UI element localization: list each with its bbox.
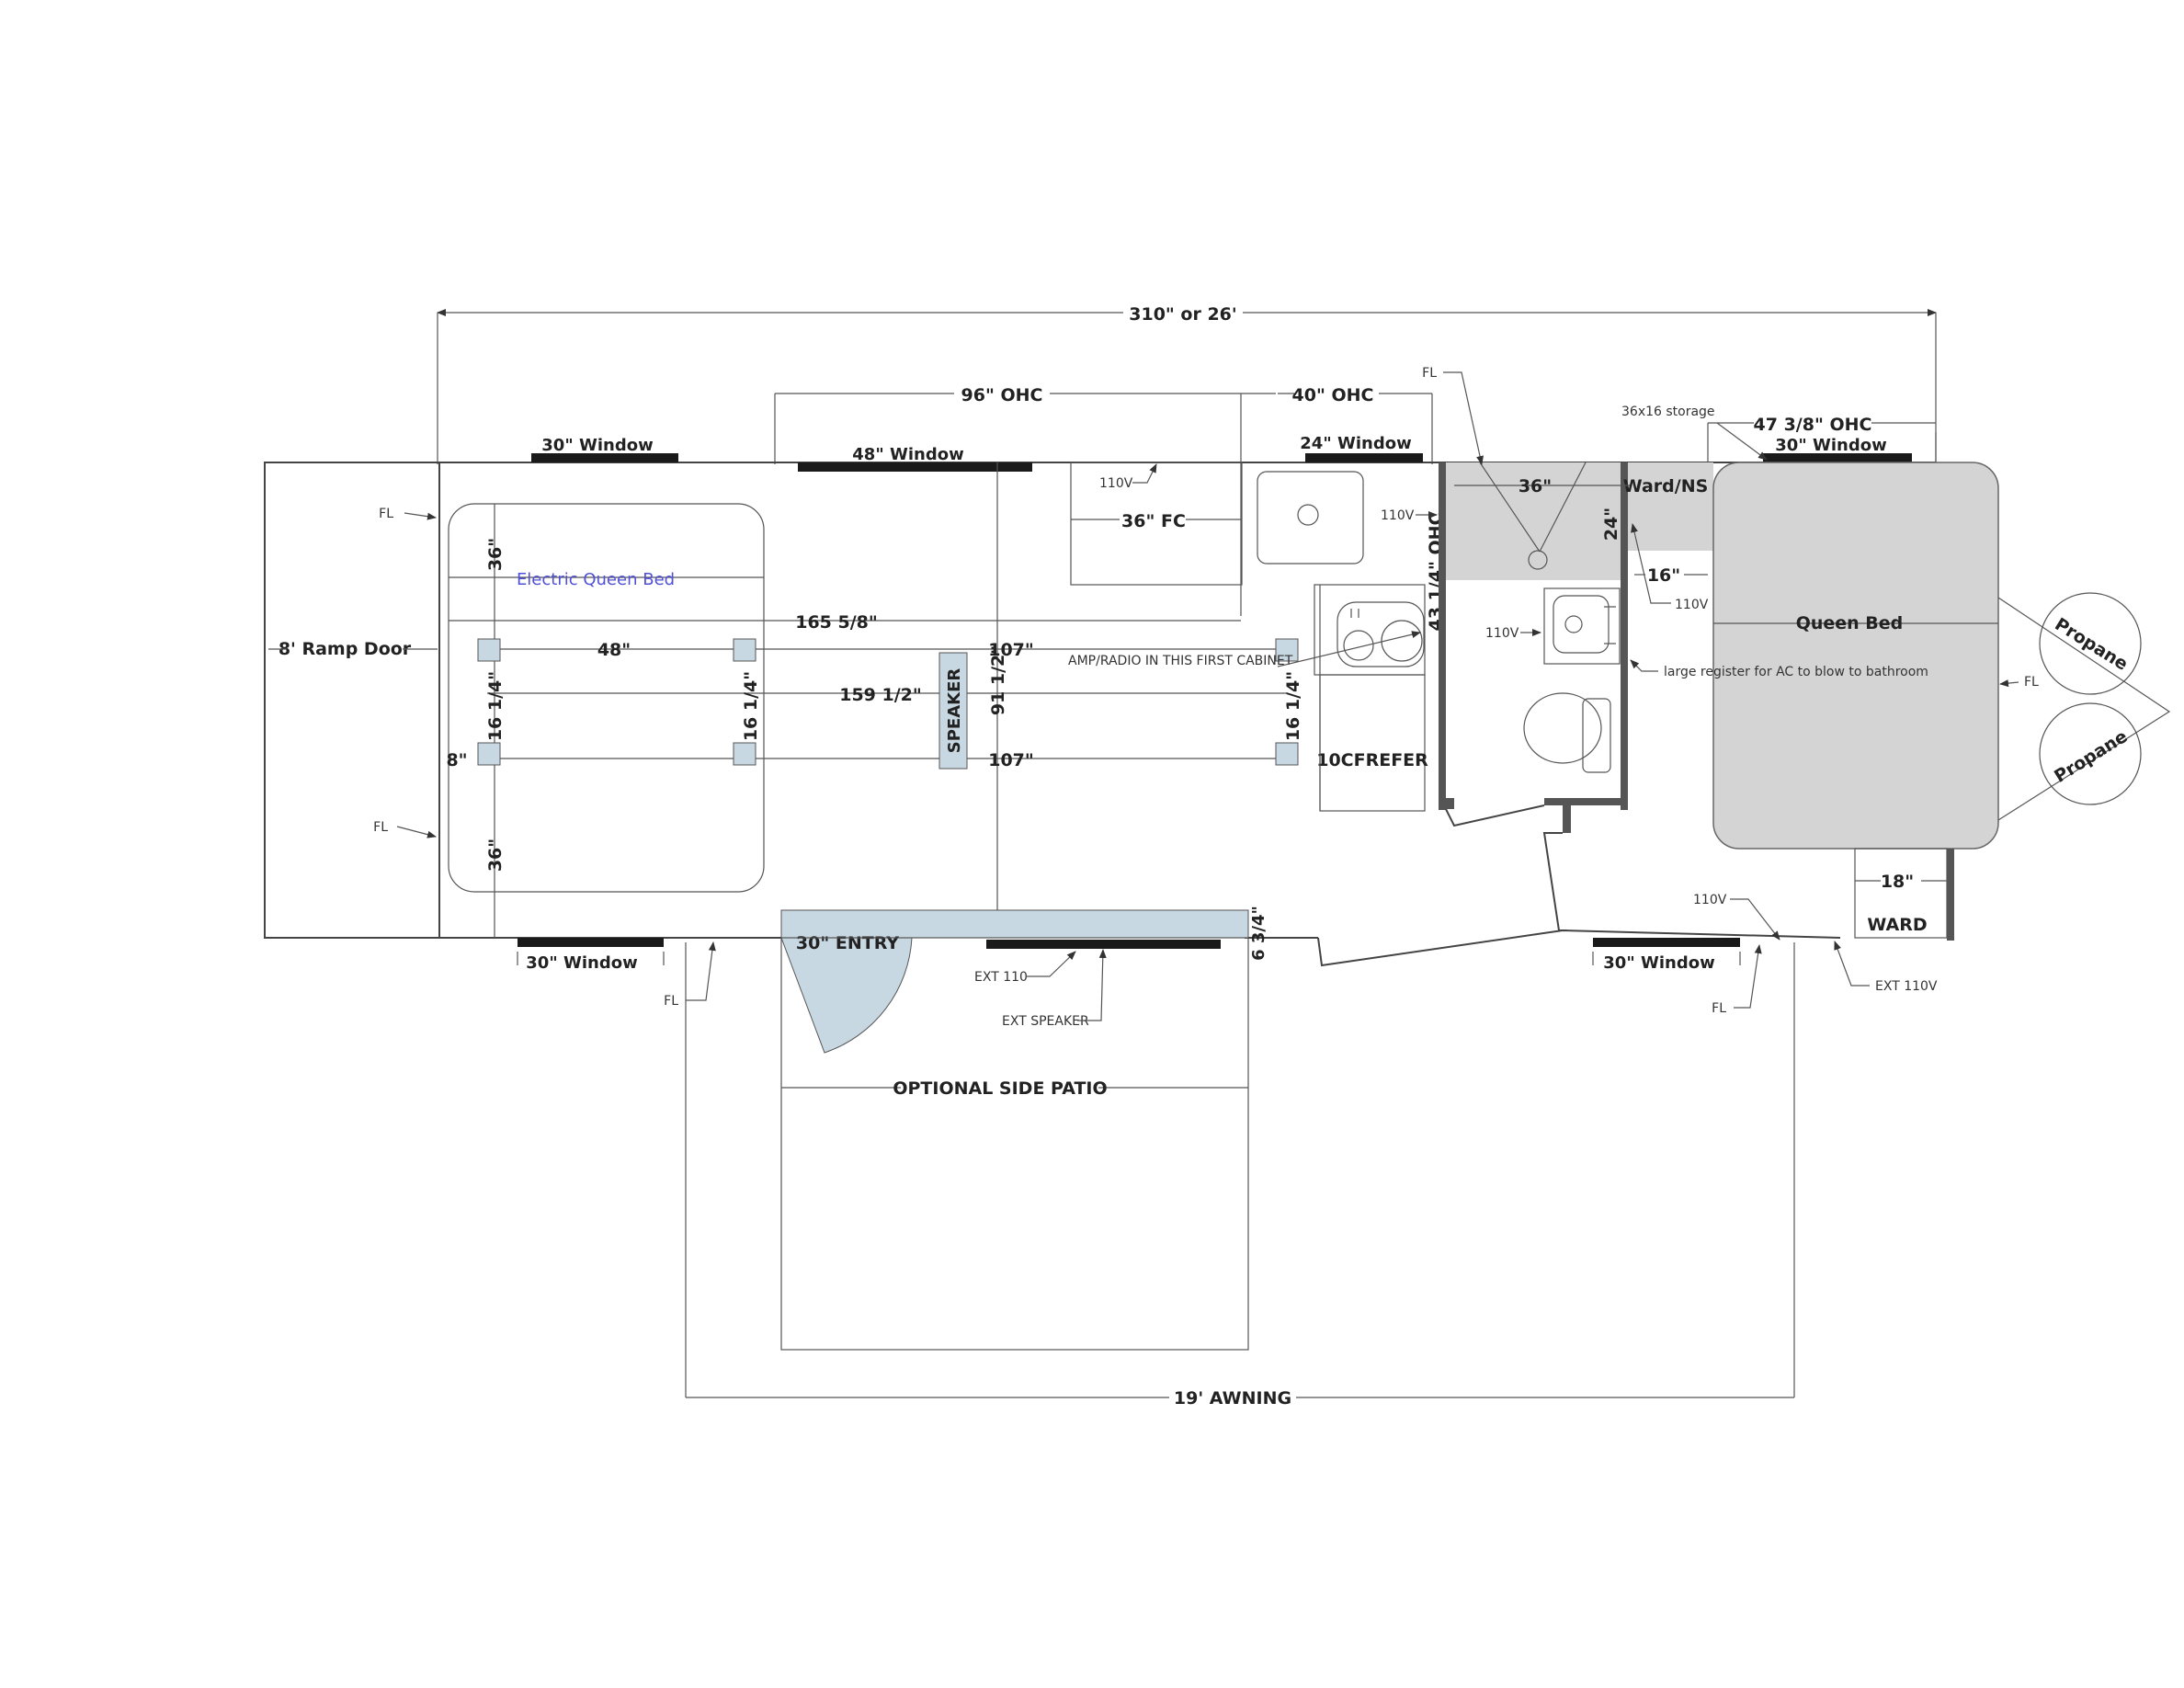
ward-ns [1627,462,1713,551]
bathroom: 36" Ward/NS 24" 16" [1439,462,1713,931]
dim-8-label: 8" [446,750,467,770]
tie-down-3 [1275,638,1299,662]
refer-label: 10CFREFER [1316,750,1428,770]
dim-107-bottom-label: 107" [988,750,1034,770]
cooktop [1337,601,1425,667]
overall-dimension: 310" or 26' [437,304,1937,464]
storage-note: 36x16 storage [1621,405,1715,419]
patio [780,937,1249,1351]
fl-note-1: FL [379,507,393,521]
awning: 19' AWNING [685,942,1795,1409]
tie-down-5 [733,742,756,766]
dim-16-right-label: 16 1/4" [1283,671,1303,741]
fl-note-2: FL [373,820,388,835]
window-bottom-left-label: 30" Window [526,953,637,973]
queen-bed: Queen Bed 18" WARD [1712,432,1999,941]
stove-cabinet [1314,584,1426,676]
ohc-96-label: 96" OHC [961,385,1043,405]
fc-cabinet [1070,462,1243,586]
shower [1439,462,1627,580]
ext-speaker-note: EXT SPEAKER [1002,1014,1089,1029]
v110-note-1: 110V [1099,476,1133,491]
overall-length-label: 310" or 26' [1129,304,1236,325]
entry-label: 30" ENTRY [796,933,899,953]
ohc-40-label: 40" OHC [1292,385,1374,405]
queen-bed-label: Queen Bed [1796,613,1904,633]
tie-down-lines: 48" 107" 159 1/2" 107" 91 1/2" 16 1/4" 1… [446,462,1303,910]
sink [1257,471,1364,565]
dim-36-bottom-label: 36" [485,838,506,872]
window-top-left-label: 30" Window [541,436,653,455]
propane-1-label: Propane [2052,614,2132,675]
ward-ns-label: Ward/NS [1623,476,1709,496]
length-165-label: 165 5/8" [795,612,878,633]
dim-24-label: 24" [1601,508,1621,541]
refer-box [1319,674,1426,812]
propane-tanks: Propane Propane [1997,592,2171,821]
dim-36-top-label: 36" [485,538,506,571]
speaker-label: SPEAKER [945,668,964,754]
v110-note-4: 110V [1675,598,1709,612]
awning-label: 19' AWNING [1174,1388,1291,1409]
dim-159-label: 159 1/2" [839,685,922,705]
electric-queen-bed: Electric Queen Bed 165 5/8" [448,503,1241,938]
ward-label: WARD [1867,915,1927,935]
dim-16-bath-label: 16" [1647,565,1680,586]
fl-note-5: FL [1712,1001,1726,1016]
dim-91-label: 91 1/2" [988,645,1008,715]
window-bottom-right-label: 30" Window [1603,953,1714,973]
tie-down-4 [477,742,501,766]
fl-note-4: FL [1422,366,1437,381]
dim-18-label: 18" [1881,872,1914,892]
fl-note-3: FL [664,994,678,1009]
ohc-47-label: 47 3/8" OHC [1754,415,1872,435]
electric-bed-label: Electric Queen Bed [517,570,675,589]
window-top-48-label: 48" Window [852,445,963,464]
fc-36-label: 36" FC [1121,511,1186,531]
dim-16-left-label: 16 1/4" [485,671,506,741]
dim-36-bath-label: 36" [1519,476,1552,496]
ohc-dimensions: 96" OHC 40" OHC 47 3/8" OHC [774,385,1936,616]
tie-down-1 [477,638,501,662]
ramp-door-label: 8' Ramp Door [279,639,412,659]
register-note: large register for AC to blow to bathroo… [1664,665,1928,679]
v110-note-2: 110V [1381,508,1415,523]
dim-16-mid-label: 16 1/4" [741,671,761,741]
tie-down-2 [733,638,756,662]
propane-2-label: Propane [2051,726,2131,787]
annotations: FL FL FL FL FL FL 110V 110V 110V 110V 11… [373,366,2039,1029]
dim-48-label: 48" [597,640,631,660]
tie-down-6 [1275,742,1299,766]
entry-patio: 30" ENTRY 6 3/4" OPTIONAL SIDE PATIO [780,906,1268,1351]
ext-110v-note: EXT 110V [1875,979,1938,994]
dim-6-label: 6 3/4" [1249,906,1268,961]
dim-107-top-label: 107" [988,640,1034,660]
bath-sink [1543,587,1621,665]
speaker: SPEAKER [938,652,968,770]
ramp-door-area [264,462,440,939]
v110-note-3: 110V [1485,626,1519,641]
fl-note-6: FL [2024,675,2039,690]
amp-radio-note: AMP/RADIO IN THIS FIRST CABINET [1068,654,1293,668]
toilet [1523,692,1602,764]
window-top-24-label: 24" Window [1300,434,1411,453]
v110-note-5: 110V [1693,893,1727,907]
ext-110-note: EXT 110 [974,970,1028,985]
window-top-right-label: 30" Window [1775,436,1886,455]
patio-label: OPTIONAL SIDE PATIO [893,1078,1107,1099]
